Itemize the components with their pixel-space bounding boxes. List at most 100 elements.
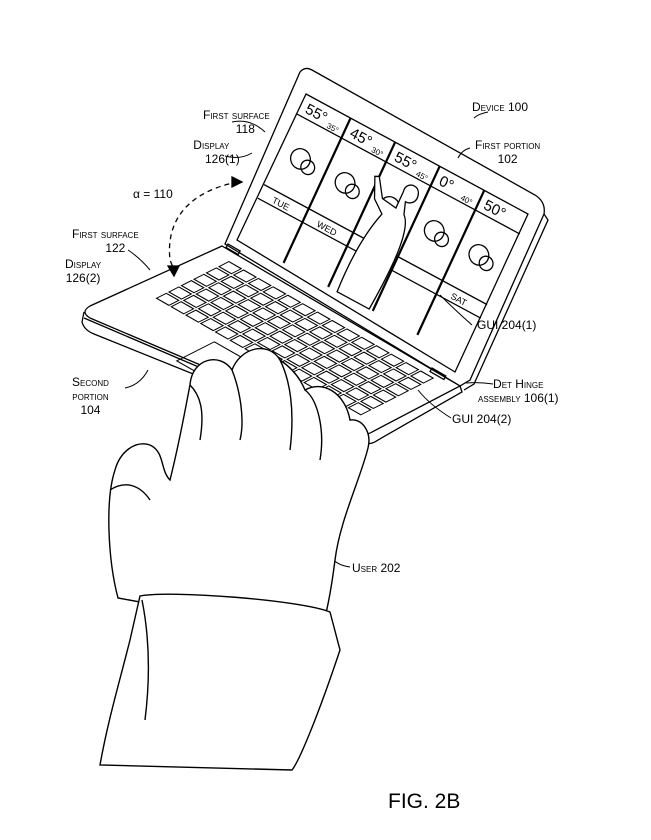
key[interactable] <box>269 330 294 344</box>
key[interactable] <box>342 372 368 386</box>
weather-column: 0°40° <box>371 165 476 312</box>
key[interactable] <box>264 301 289 315</box>
key[interactable] <box>279 309 304 323</box>
high-temp: 0° <box>436 173 456 195</box>
key[interactable] <box>167 286 193 300</box>
display-top <box>236 93 529 373</box>
label-device: Device 100 <box>472 100 529 114</box>
key[interactable] <box>214 326 239 340</box>
key[interactable] <box>241 328 267 342</box>
angle-arc <box>168 181 239 271</box>
key[interactable] <box>338 343 363 357</box>
key[interactable] <box>205 267 230 281</box>
key[interactable] <box>155 292 180 306</box>
leader-lines <box>124 111 494 568</box>
key[interactable] <box>251 307 277 321</box>
key[interactable] <box>247 277 272 292</box>
label-user: User 202 <box>352 561 401 575</box>
key[interactable] <box>306 311 331 325</box>
key[interactable] <box>294 317 319 332</box>
user-hand <box>99 347 370 771</box>
key[interactable] <box>222 290 247 304</box>
key[interactable] <box>311 341 336 355</box>
key[interactable] <box>192 273 218 287</box>
weather-icon <box>423 220 445 242</box>
key[interactable] <box>359 395 385 410</box>
key[interactable] <box>232 269 258 283</box>
key[interactable] <box>370 374 395 388</box>
key[interactable] <box>229 334 254 349</box>
key[interactable] <box>271 345 296 359</box>
label-angle: α = 110 <box>133 187 173 201</box>
key[interactable] <box>182 294 208 309</box>
key[interactable] <box>298 347 323 361</box>
key[interactable] <box>315 370 340 384</box>
key[interactable] <box>380 353 405 367</box>
key[interactable] <box>357 381 383 395</box>
key[interactable] <box>308 326 334 340</box>
key[interactable] <box>281 324 306 338</box>
label-gui-204-1: GUI 204(1) <box>477 318 537 332</box>
key[interactable] <box>409 370 435 384</box>
key[interactable] <box>256 336 281 351</box>
key[interactable] <box>224 305 250 319</box>
key[interactable] <box>226 320 252 334</box>
key[interactable] <box>199 317 225 332</box>
key[interactable] <box>197 303 222 317</box>
key[interactable] <box>262 286 287 300</box>
key[interactable] <box>382 368 408 382</box>
key[interactable] <box>397 376 422 391</box>
weather-icon <box>289 148 311 170</box>
key[interactable] <box>217 261 243 275</box>
key[interactable] <box>184 309 210 323</box>
key[interactable] <box>395 362 420 376</box>
key[interactable] <box>170 301 195 315</box>
key[interactable] <box>345 387 370 401</box>
key[interactable] <box>365 345 390 359</box>
key[interactable] <box>237 298 262 313</box>
key[interactable] <box>286 353 311 367</box>
key[interactable] <box>283 338 309 353</box>
key[interactable] <box>180 280 205 294</box>
presenter-figure <box>336 175 420 310</box>
key[interactable] <box>321 319 346 334</box>
key[interactable] <box>254 322 279 336</box>
weather-icon <box>334 172 356 194</box>
key[interactable] <box>367 359 393 374</box>
key[interactable] <box>266 315 292 330</box>
key[interactable] <box>372 389 397 403</box>
key[interactable] <box>207 282 233 296</box>
key[interactable] <box>249 292 275 306</box>
key[interactable] <box>239 313 264 327</box>
key[interactable] <box>353 351 378 365</box>
key[interactable] <box>328 364 353 378</box>
key[interactable] <box>350 336 376 351</box>
key[interactable] <box>325 349 351 363</box>
key[interactable] <box>313 355 338 370</box>
key[interactable] <box>340 357 365 372</box>
key[interactable] <box>296 332 321 346</box>
arrowheads <box>166 175 244 278</box>
key[interactable] <box>220 275 245 290</box>
key[interactable] <box>212 311 237 325</box>
key[interactable] <box>276 294 302 308</box>
key[interactable] <box>330 378 355 393</box>
key[interactable] <box>209 296 235 311</box>
key[interactable] <box>355 366 380 380</box>
key[interactable] <box>300 362 326 376</box>
key[interactable] <box>384 383 410 397</box>
key[interactable] <box>195 288 220 302</box>
key[interactable] <box>234 284 260 298</box>
key[interactable] <box>336 328 361 342</box>
weather-icon <box>468 244 490 266</box>
key[interactable] <box>323 334 348 348</box>
key[interactable] <box>291 303 317 317</box>
key[interactable] <box>347 402 372 416</box>
